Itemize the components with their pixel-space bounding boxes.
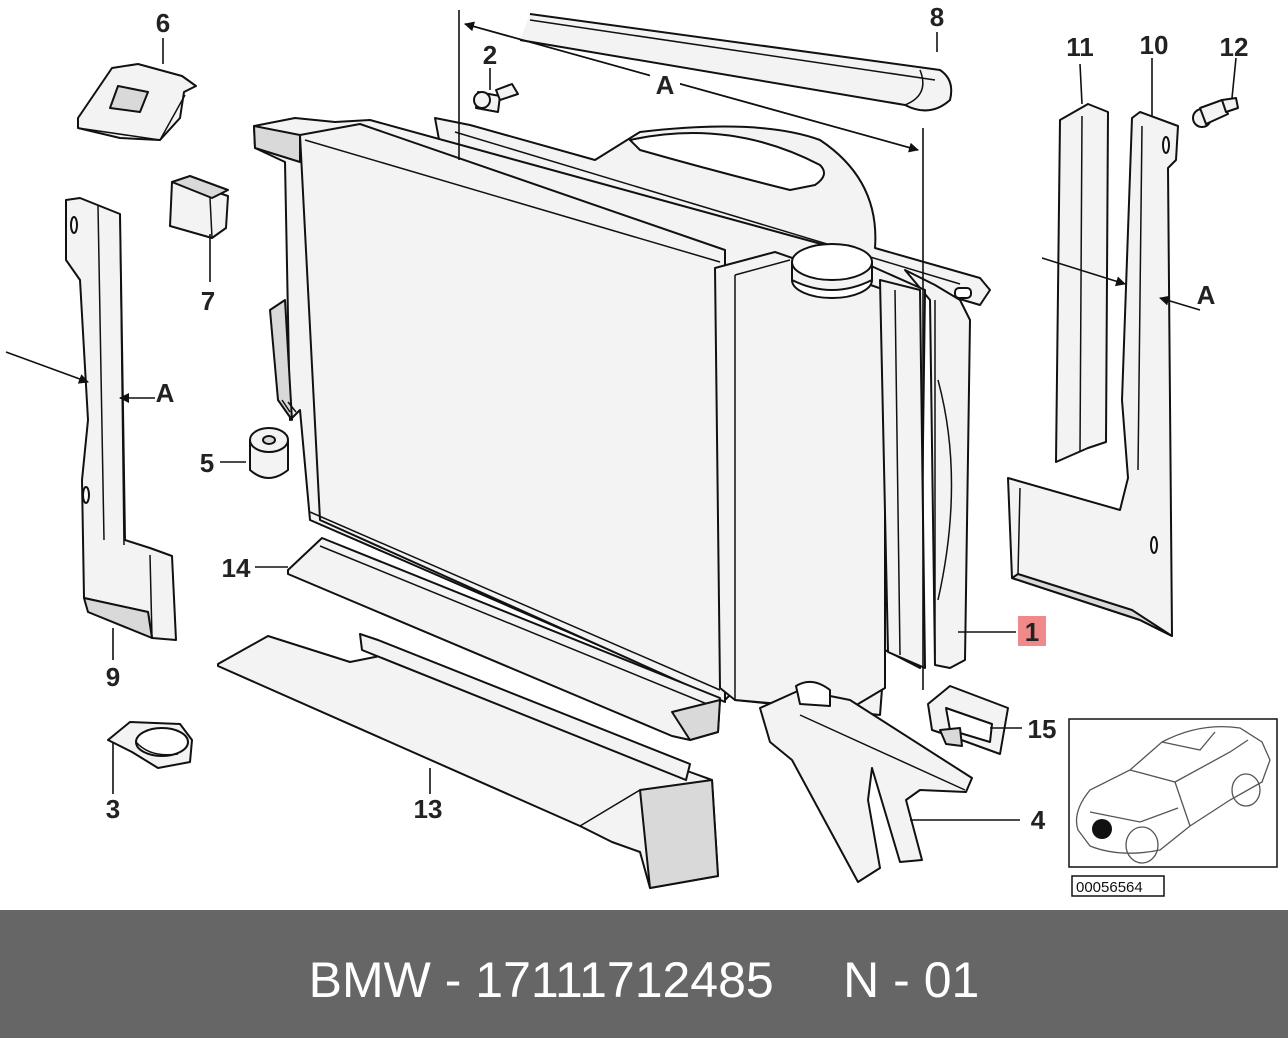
part-15-holder (927, 685, 1009, 755)
callout-4: 4 (1031, 805, 1046, 835)
footer-bar: BMW - 17111712485 N - 01 (0, 910, 1288, 1038)
callout-11: 11 (1066, 32, 1094, 62)
parts-diagram: 1 2 3 4 5 6 7 8 9 10 11 12 13 14 15 A A … (5, 2, 1278, 897)
callout-12: 12 (1220, 32, 1249, 62)
callout-labels: 1 2 3 4 5 6 7 8 9 10 11 12 13 14 15 A A … (106, 2, 1249, 835)
part-8-seal-strip (519, 13, 953, 112)
section-label-top: A (656, 70, 675, 100)
callout-8: 8 (930, 2, 944, 32)
callout-1-highlight (1018, 616, 1046, 646)
part-4-bracket (759, 680, 973, 883)
callout-10: 10 (1140, 30, 1169, 60)
part-14-lower-duct (287, 537, 721, 741)
callout-5: 5 (200, 448, 214, 478)
part-11-strip (1055, 103, 1109, 463)
location-marker (1092, 819, 1112, 839)
callout-3: 3 (106, 794, 120, 824)
part-1-radiator (253, 117, 926, 716)
callout-2: 2 (483, 40, 497, 70)
callout-6: 6 (156, 8, 170, 38)
part-5-bushing (249, 427, 289, 479)
dimension-a-top (458, 10, 924, 690)
part-10-right-bracket (1007, 111, 1179, 637)
part-9-left-bracket (65, 197, 177, 641)
callout-13: 13 (414, 794, 443, 824)
section-label-right: A (1197, 280, 1216, 310)
callout-7: 7 (201, 286, 215, 316)
section-label-left: A (156, 378, 175, 408)
section-arrows (5, 257, 1201, 403)
callout-9: 9 (106, 662, 120, 692)
callout-15: 15 (1028, 714, 1057, 744)
inset-reference-number: 00056564 (1076, 879, 1143, 896)
part-3-clip (107, 721, 193, 769)
leader-lines (112, 32, 1237, 821)
part-12-clip (1192, 97, 1239, 128)
part-13-air-guide (217, 633, 719, 889)
callout-14: 14 (222, 553, 251, 583)
part-7-rubber-mount (169, 175, 229, 239)
car-outline (1075, 725, 1271, 864)
inset-car-view: 00056564 (1068, 718, 1278, 897)
part-2-clip (473, 83, 519, 113)
callout-1: 1 (1025, 617, 1039, 647)
part-number-caption: BMW - 17111712485 N - 01 (308, 952, 980, 1008)
part-6-clamp (77, 63, 197, 141)
